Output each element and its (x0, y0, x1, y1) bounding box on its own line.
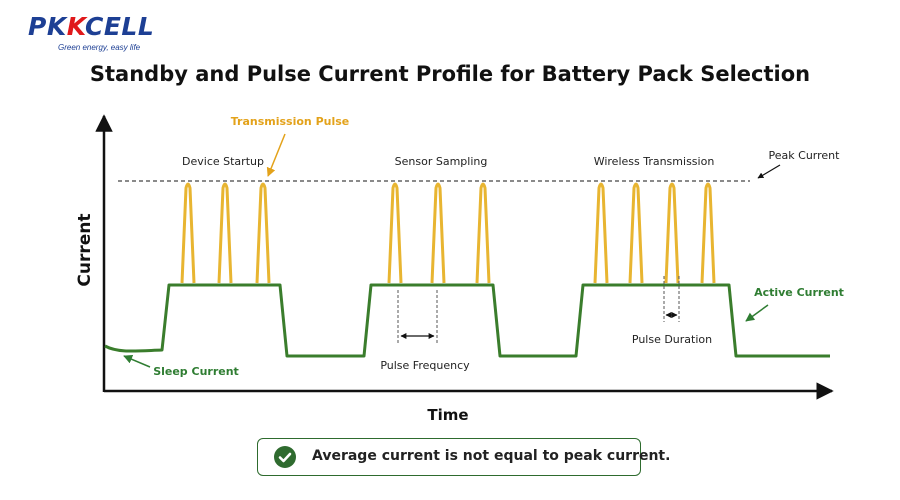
logo-tagline: Green energy, easy life (58, 43, 141, 52)
pulse (664, 182, 680, 284)
phase-label-sensor-sampling: Sensor Sampling (395, 155, 488, 168)
pulse-duration-label: Pulse Duration (632, 333, 712, 346)
pulse-frequency-label: Pulse Frequency (380, 359, 470, 372)
pulse (255, 182, 271, 284)
pulse-frequency-marker (397, 290, 438, 343)
active-current-label: Active Current (754, 286, 844, 299)
transmission-pulse-arrow (266, 133, 286, 177)
phase-label-device-startup: Device Startup (182, 155, 264, 168)
pulse (430, 182, 446, 284)
pulse (217, 182, 233, 284)
page-title: Standby and Pulse Current Profile for Ba… (89, 62, 811, 86)
current-profile-line (104, 283, 830, 358)
pulse (387, 182, 403, 284)
pulse (628, 182, 644, 284)
pkcell-logo: PKKCELL Green energy, easy life (28, 12, 168, 56)
note-text: Average current is not equal to peak cur… (312, 448, 671, 464)
sleep-current-label: Sleep Current (153, 365, 239, 378)
pulse (180, 182, 196, 284)
peak-current-label: Peak Current (769, 149, 841, 162)
pulse-group (180, 182, 716, 284)
sleep-current-arrow (123, 355, 151, 368)
note-box: Average current is not equal to peak cur… (257, 438, 670, 476)
pulse (593, 182, 609, 284)
logo-wordmark: PKKCELL (28, 12, 155, 41)
check-circle-icon (274, 446, 296, 468)
active-current-arrow (745, 304, 769, 322)
pulse (475, 182, 491, 284)
y-axis-label: Current (75, 213, 95, 286)
transmission-pulse-label: Transmission Pulse (231, 115, 350, 128)
phase-label-wireless-transmission: Wireless Transmission (594, 155, 715, 168)
pulse-duration-marker (663, 276, 680, 322)
x-axis-label: Time (427, 406, 468, 424)
peak-current-arrow (757, 164, 781, 179)
pulse (700, 182, 716, 284)
